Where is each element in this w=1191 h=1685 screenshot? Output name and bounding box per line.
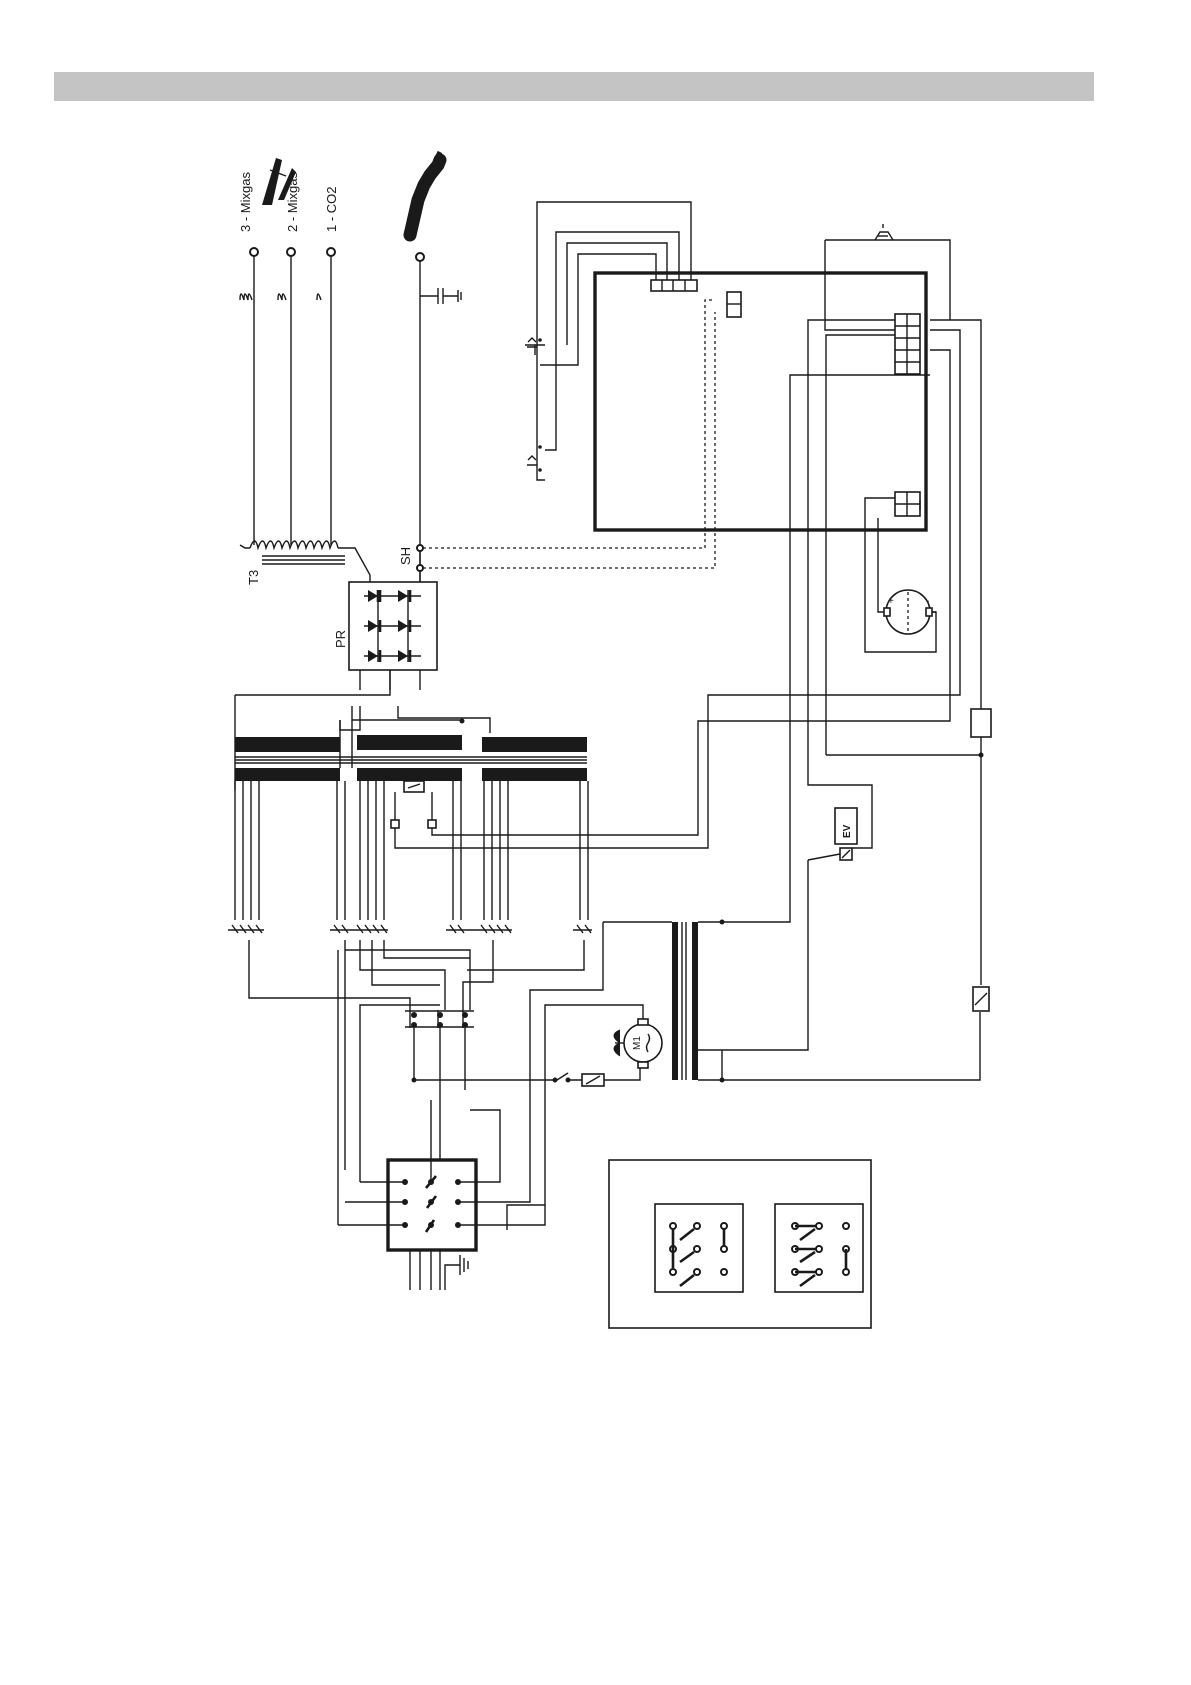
label-ev: EV xyxy=(842,824,853,838)
label-out-3: 3 - Mixgas xyxy=(238,172,253,232)
rectifier-pr: PR xyxy=(333,582,437,690)
transformer-secondary-wires xyxy=(235,781,588,920)
label-sh: SH xyxy=(398,547,413,565)
control-pcb xyxy=(525,202,950,652)
tap-switches xyxy=(228,925,592,1170)
label-m1: M1 xyxy=(632,1036,643,1050)
wire-feed-motor: + - xyxy=(878,518,936,634)
t3-transformer: T3 xyxy=(240,541,370,585)
fuses xyxy=(826,320,991,1011)
label-out-1: 1 - CO2 xyxy=(324,186,339,232)
solenoid-valve-ev: EV xyxy=(808,320,895,860)
main-contactor xyxy=(405,1010,640,1100)
label-t3: T3 xyxy=(246,570,261,585)
main-transformer xyxy=(235,330,960,848)
label-pr: PR xyxy=(333,630,348,648)
svg-text:+: + xyxy=(888,596,894,607)
output-terminals xyxy=(240,248,461,304)
switch-legend xyxy=(609,1160,871,1328)
welding-torch-icon xyxy=(410,152,440,235)
ground-icon xyxy=(445,1255,468,1290)
output-wires xyxy=(254,256,420,585)
main-switch xyxy=(338,950,545,1290)
svg-text:-: - xyxy=(926,596,929,607)
